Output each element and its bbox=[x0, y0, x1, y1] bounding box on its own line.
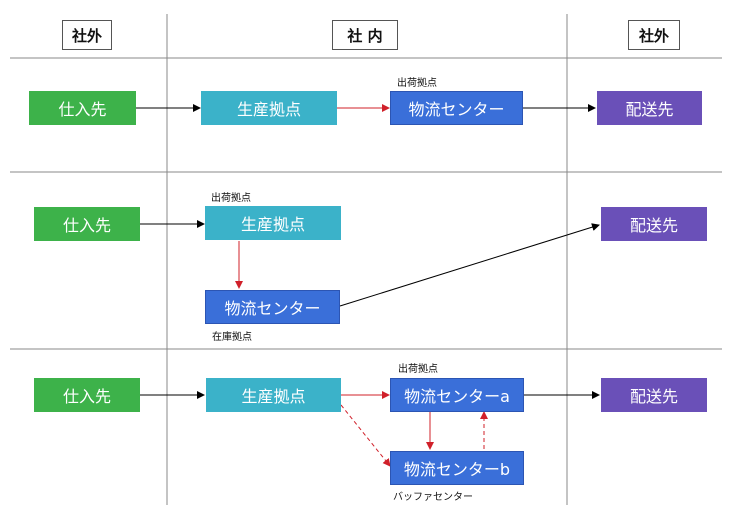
r2-production-note: 出荷拠点 bbox=[211, 193, 251, 204]
header-external-right: 社外 bbox=[628, 20, 680, 50]
r3-center-b-box: 物流センターb bbox=[390, 451, 524, 485]
r3-center-b-note: バッファセンター bbox=[393, 492, 473, 503]
r3-production-box: 生産拠点 bbox=[206, 378, 341, 412]
r2-production-box: 生産拠点 bbox=[205, 206, 341, 240]
r1-supplier-box: 仕入先 bbox=[29, 91, 136, 125]
r2-supplier-box: 仕入先 bbox=[34, 207, 140, 241]
r1-destination-box: 配送先 bbox=[597, 91, 702, 125]
r3-supplier-box: 仕入先 bbox=[34, 378, 140, 412]
r3-center-a-note: 出荷拠点 bbox=[398, 364, 438, 375]
r2-center-note: 在庫拠点 bbox=[212, 332, 252, 343]
r2-destination-box: 配送先 bbox=[601, 207, 707, 241]
r3-destination-box: 配送先 bbox=[601, 378, 707, 412]
arrow-r3-production-center-b-dashed bbox=[340, 404, 391, 467]
r2-center-box: 物流センター bbox=[205, 290, 340, 324]
r1-center-box: 物流センター bbox=[390, 91, 523, 125]
r1-production-box: 生産拠点 bbox=[201, 91, 337, 125]
r1-center-note: 出荷拠点 bbox=[397, 78, 437, 89]
header-internal: 社 内 bbox=[332, 20, 398, 50]
r3-center-a-box: 物流センターa bbox=[390, 378, 524, 412]
arrow-r2-center-destination bbox=[339, 223, 600, 307]
header-external-left: 社外 bbox=[62, 20, 112, 50]
